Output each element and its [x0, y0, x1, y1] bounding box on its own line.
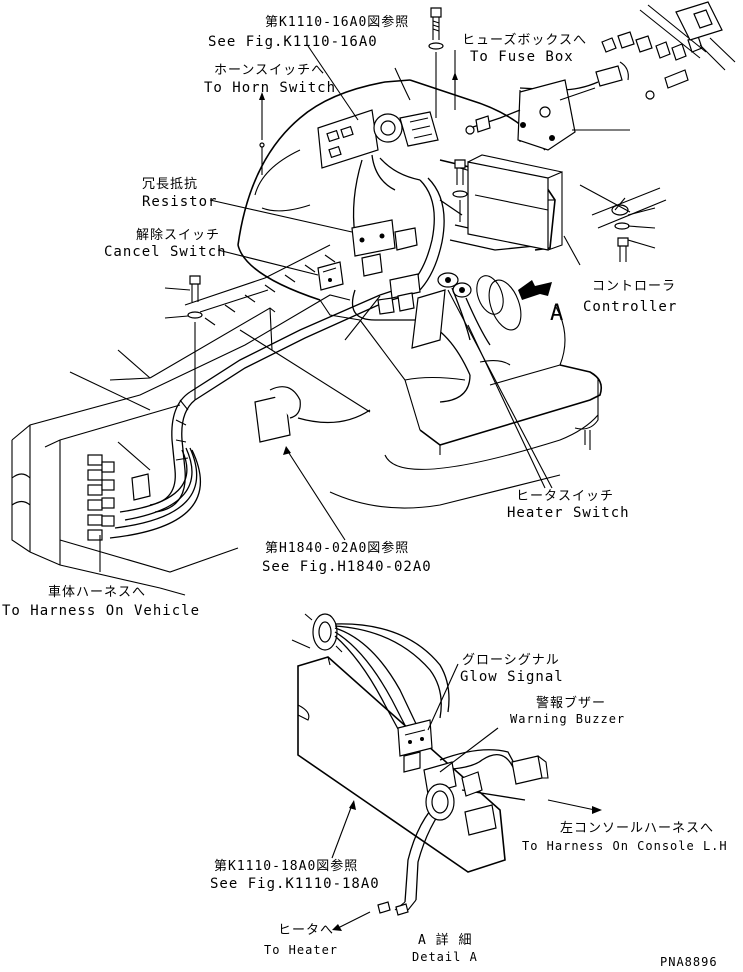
- heater-switch-jp-label: ヒータスイッチ: [516, 489, 614, 504]
- drawing-number: PNA8896: [660, 955, 718, 969]
- detail-a-console-connector: [511, 755, 549, 785]
- callout-labels: 第K1110-16A0図参照 See Fig.K1110-16A0 ヒューズボッ…: [2, 14, 728, 969]
- warning-buzzer-en-label: Warning Buzzer: [510, 712, 625, 726]
- ref-h184002-en-label: See Fig.H1840-02A0: [262, 559, 432, 575]
- mounting-bracket: [465, 79, 630, 151]
- controller-jp-label: コントローラ: [592, 279, 676, 294]
- detail-a-glow-signal: [397, 719, 433, 773]
- glow-signal-jp-label: グローシグナル: [462, 653, 560, 668]
- glow-signal-en-label: Glow Signal: [460, 669, 564, 685]
- ref-k111018-en-label: See Fig.K1110-18A0: [210, 876, 380, 892]
- fuse-block: [87, 454, 151, 541]
- detail-a-marker: A: [550, 301, 564, 326]
- fan-motor-part: [254, 386, 371, 443]
- fuse-box-area: [519, 1, 736, 142]
- resistor-en-label: Resistor: [142, 194, 217, 210]
- heater-switch-en-label: Heater Switch: [507, 505, 630, 521]
- horn-switch-jp-label: ホーンスイッチへ: [214, 63, 325, 78]
- cancel-switch-jp-label: 解除スイッチ: [136, 228, 220, 243]
- horn-switch-panel: [317, 67, 439, 236]
- detail-a-grommet: [304, 613, 343, 653]
- fuse-box-jp-label: ヒューズボックスへ: [462, 32, 587, 48]
- warning-buzzer-jp-label: 警報ブザー: [536, 695, 606, 711]
- detail-a-en-label: Detail A: [412, 950, 478, 964]
- resistor-part: [351, 219, 418, 277]
- controller-en-label: Controller: [583, 299, 677, 315]
- vehicle-harness-jp-label: 車体ハーネスへ: [48, 585, 146, 600]
- heater-switch-part: [437, 272, 522, 346]
- resistor-jp-label: 冗長抵抗: [142, 177, 198, 192]
- controller-unit: [467, 154, 563, 251]
- ref-k111016-jp-label: 第K1110-16A0図参照: [265, 14, 409, 30]
- right-rail-parts: [579, 184, 667, 262]
- bolts-and-washers: [164, 7, 468, 400]
- heater-en-label: To Heater: [264, 943, 338, 957]
- ref-k111016-en-label: See Fig.K1110-16A0: [208, 34, 378, 50]
- detail-a-jp-label: A 詳 細: [418, 932, 472, 948]
- console-harness-jp-label: 左コンソールハーネスへ: [560, 821, 714, 836]
- ref-k111018-jp-label: 第K1110-18A0図参照: [214, 858, 358, 874]
- connector-cluster: [377, 273, 446, 349]
- horn-switch-en-label: To Horn Switch: [204, 80, 336, 96]
- ref-h184002-jp-label: 第H1840-02A0図参照: [265, 540, 409, 556]
- cancel-switch-part: [317, 261, 344, 291]
- detail-a-leader-lines: [291, 639, 602, 931]
- heater-jp-label: ヒータへ: [278, 923, 334, 938]
- vehicle-harness-en-label: To Harness On Vehicle: [2, 603, 200, 619]
- fuse-box-en-label: To Fuse Box: [470, 49, 574, 65]
- floor-frame: [11, 244, 351, 596]
- cancel-switch-en-label: Cancel Switch: [104, 244, 227, 260]
- console-harness-en-label: To Harness On Console L.H: [522, 839, 728, 853]
- detail-a-warning-buzzer: [423, 761, 497, 836]
- main-wiring-harness: [109, 177, 546, 539]
- upper-leader-lines: [69, 45, 581, 572]
- direction-arrow-a: [518, 280, 552, 300]
- detail-a-panel: [297, 656, 506, 873]
